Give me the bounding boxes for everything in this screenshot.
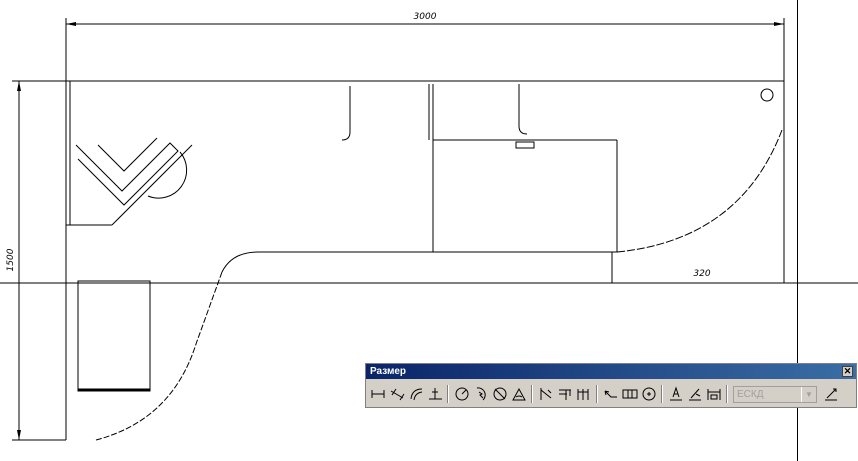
linear-dimension-button[interactable] <box>368 384 387 404</box>
crosshair-vertical <box>797 0 798 461</box>
dimension-edit-icon <box>669 386 682 401</box>
toolbar-separator <box>596 385 598 403</box>
quick-dimension-icon <box>540 388 551 400</box>
dimension-text-height: 1500 <box>6 248 16 271</box>
door-swing-left <box>147 151 188 199</box>
round-fixture <box>760 88 774 102</box>
arrow-left-top <box>17 81 21 91</box>
angular-dimension-button[interactable] <box>509 384 528 404</box>
diameter-dimension-icon <box>493 387 506 401</box>
aligned-dimension-button[interactable] <box>387 384 406 404</box>
dimension-edit-button[interactable] <box>666 384 685 404</box>
continue-dimension-button[interactable] <box>574 384 593 404</box>
baseline-dimension-button[interactable] <box>555 384 574 404</box>
ordinate-dimension-button[interactable] <box>425 384 444 404</box>
counter-curve-bottom <box>95 271 223 441</box>
aligned-dimension-icon <box>390 388 404 401</box>
continue-dimension-icon <box>577 389 588 400</box>
dimension-style-button[interactable] <box>821 384 840 404</box>
baseline-dimension-icon <box>558 389 571 400</box>
dimension-text-width: 3000 <box>414 12 437 22</box>
tolerance-button[interactable] <box>620 384 639 404</box>
dimension-update-button[interactable] <box>704 384 723 404</box>
diameter-dimension-button[interactable] <box>490 384 509 404</box>
dimension-update-icon <box>707 389 720 400</box>
toolbar-title: Размер <box>370 366 407 377</box>
ordinate-dimension-icon <box>428 388 442 400</box>
counter-curve-right <box>616 129 783 253</box>
fixture-hook-left <box>341 86 351 141</box>
fixture-hook-right <box>518 84 528 135</box>
toolbar-separator <box>661 385 663 403</box>
counter-diagonal <box>111 144 193 226</box>
center-mark-icon <box>642 387 655 401</box>
jogged-dimension-icon <box>476 387 486 401</box>
quick-leader-icon <box>604 390 617 398</box>
dimension-style-value: ЕСКД <box>737 388 764 400</box>
jogged-dimension-button[interactable] <box>471 384 490 404</box>
dimension-style-icon <box>824 388 837 401</box>
dimension-text-edit-icon <box>688 388 701 401</box>
center-mark-button[interactable] <box>639 384 658 404</box>
quick-leader-button[interactable] <box>601 384 620 404</box>
dimension-text-small: 320 <box>693 269 710 279</box>
dimension-text-edit-button[interactable] <box>685 384 704 404</box>
tolerance-icon <box>622 389 637 399</box>
dimension-style-select[interactable]: ЕСКД ▼ <box>733 385 817 403</box>
radius-dimension-icon <box>455 387 468 401</box>
toolbar-titlebar[interactable]: Размер ✕ <box>366 364 856 379</box>
linear-dimension-icon <box>371 390 384 398</box>
arrow-top-right <box>774 22 784 26</box>
toolbar-tools: ЕСКД ▼ <box>368 382 854 406</box>
dimension-toolbar[interactable]: Размер ✕ <box>365 363 857 408</box>
toolbar-separator <box>447 385 449 403</box>
toolbar-separator <box>726 385 728 403</box>
arc-length-button[interactable] <box>406 384 425 404</box>
chevron-down-icon[interactable]: ▼ <box>801 386 816 402</box>
angular-dimension-icon <box>511 387 526 401</box>
arrow-left-bottom <box>17 430 21 440</box>
quick-dimension-button[interactable] <box>536 384 555 404</box>
appliance-rect <box>77 280 151 392</box>
arc-length-icon <box>410 388 422 401</box>
sink-outline <box>75 142 179 206</box>
close-button[interactable]: ✕ <box>842 366 853 377</box>
sink-basin <box>97 137 158 172</box>
toolbar-separator <box>531 385 533 403</box>
fixture-handle <box>515 141 535 149</box>
radius-dimension-button[interactable] <box>452 384 471 404</box>
counter-curve-top <box>221 251 259 273</box>
arrow-top-left <box>66 22 76 26</box>
